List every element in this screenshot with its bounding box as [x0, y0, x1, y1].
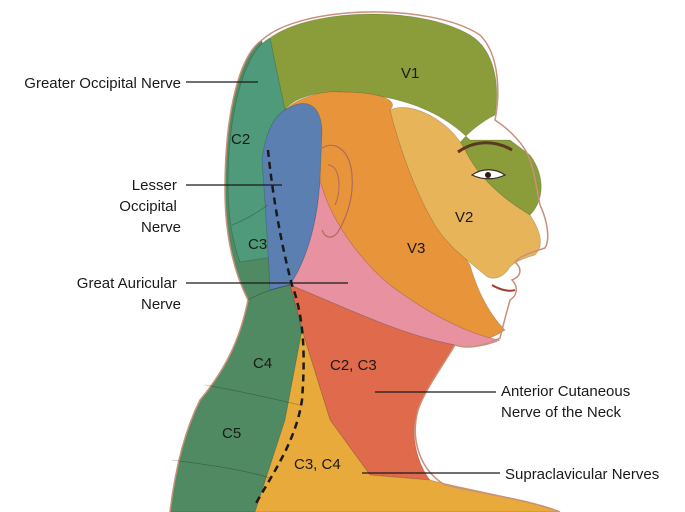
dorsal-ventral-dashed-line: [253, 149, 305, 506]
pupil: [485, 172, 491, 178]
zone-label-c2c3: C2, C3: [330, 357, 377, 374]
label-great-auricular-line2: Nerve: [141, 296, 181, 313]
label-anterior-cutaneous-line1: Anterior Cutaneous: [501, 383, 630, 400]
label-great-auricular-nerve: Great Auricular Nerve: [77, 275, 181, 313]
eyebrow: [457, 141, 513, 154]
label-lesser-occipital-line1: Lesser: [132, 177, 177, 194]
label-lesser-occipital-line3: Nerve: [141, 219, 181, 236]
label-greater-occipital-nerve: Greater Occipital Nerve: [24, 75, 181, 92]
c5-lower-boundary: [171, 459, 271, 479]
zone-label-c3: C3: [248, 236, 267, 253]
c2-c3-boundary: [231, 204, 269, 226]
v2-region: [389, 107, 541, 279]
zone-label-c5: C5: [222, 425, 241, 442]
zone-label-c4: C4: [253, 355, 272, 372]
ear-shape: [321, 144, 353, 238]
label-lesser-occipital-line2: Occipital: [119, 198, 177, 215]
zone-label-v2: V2: [455, 209, 473, 226]
head-outline: [169, 11, 561, 512]
c3-c4-boundary: [247, 284, 291, 301]
mouth: [491, 284, 516, 292]
label-supraclavicular-nerves: Supraclavicular Nerves: [505, 466, 659, 483]
c4-c5-boundary: [204, 384, 301, 406]
label-great-auricular-line1: Great Auricular: [77, 275, 177, 292]
zone-label-v3: V3: [407, 240, 425, 257]
label-lesser-occipital-nerve: Lesser Occipital Nerve: [119, 177, 181, 236]
zone-label-c2: C2: [231, 131, 250, 148]
zone-label-v1: V1: [401, 65, 419, 82]
ear-inner: [327, 164, 340, 206]
zone-label-c3c4: C3, C4: [294, 456, 341, 473]
label-anterior-cutaneous-line2: Nerve of the Neck: [501, 404, 622, 421]
label-anterior-cutaneous-nerve: Anterior Cutaneous Nerve of the Neck: [501, 383, 634, 421]
